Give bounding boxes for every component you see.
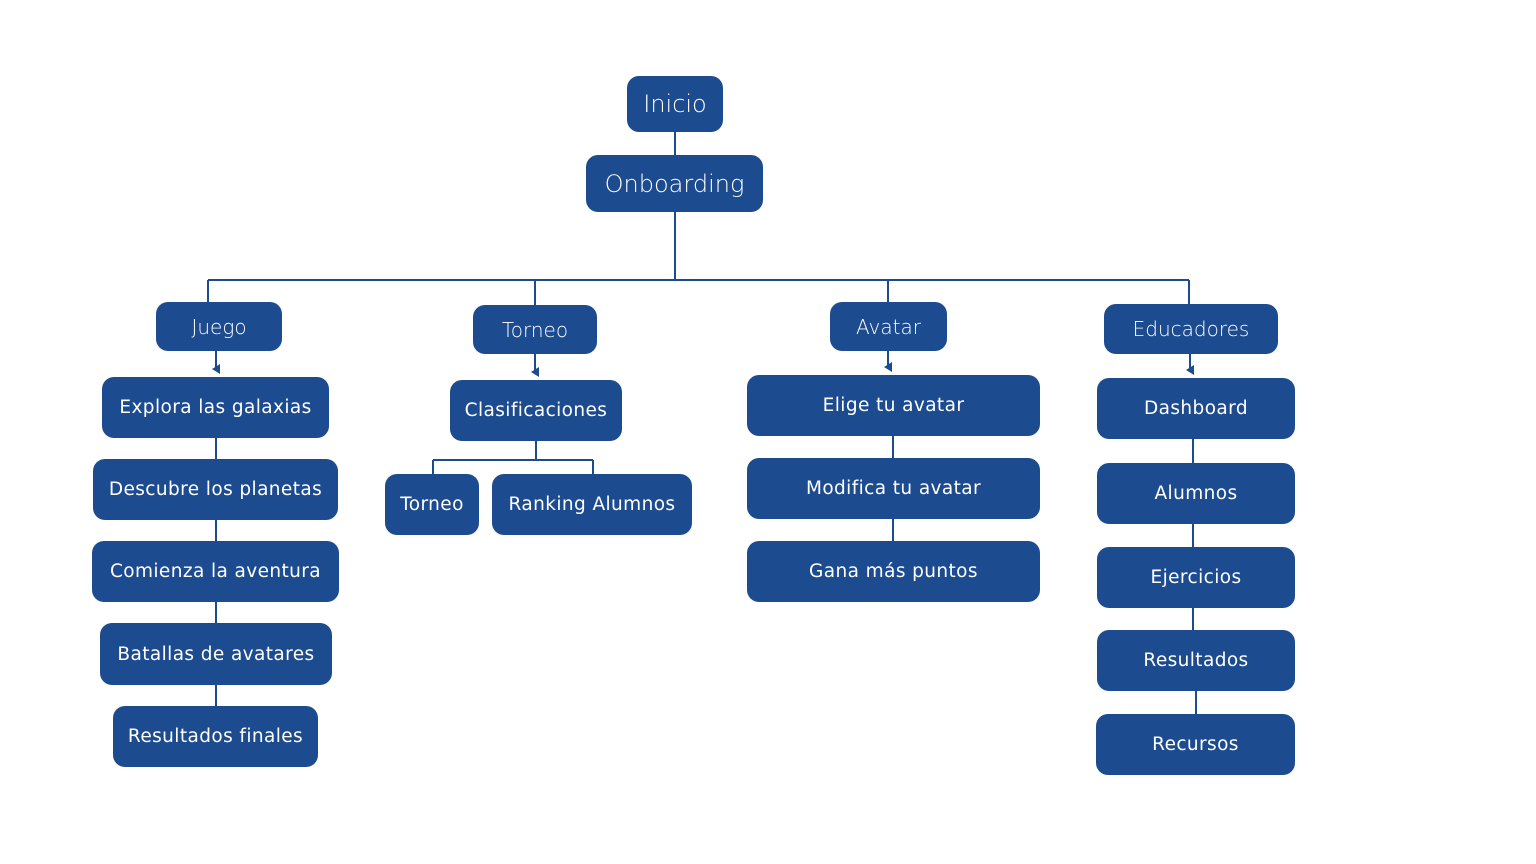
- node-juego-batallas: Batallas de avatares: [100, 623, 332, 685]
- node-clasificaciones: Clasificaciones: [450, 380, 622, 441]
- node-torneo-leaf: Torneo: [385, 474, 479, 535]
- node-edu-recursos: Recursos: [1096, 714, 1295, 775]
- node-edu-alumnos: Alumnos: [1097, 463, 1295, 524]
- node-avatar-elige: Elige tu avatar: [747, 375, 1040, 436]
- node-juego-comienza: Comienza la aventura: [92, 541, 339, 602]
- node-avatar: Avatar: [830, 302, 947, 351]
- node-edu-dashboard: Dashboard: [1097, 378, 1295, 439]
- node-juego-descubre: Descubre los planetas: [93, 459, 338, 520]
- node-onboarding: Onboarding: [586, 155, 763, 212]
- node-edu-resultados: Resultados: [1097, 630, 1295, 691]
- node-torneo: Torneo: [473, 305, 597, 354]
- node-juego: Juego: [156, 302, 282, 351]
- node-juego-explora: Explora las galaxias: [102, 377, 329, 438]
- node-juego-resultados: Resultados finales: [113, 706, 318, 767]
- node-ranking-alumnos: Ranking Alumnos: [492, 474, 692, 535]
- node-educadores: Educadores: [1104, 304, 1278, 354]
- node-edu-ejercicios: Ejercicios: [1097, 547, 1295, 608]
- node-avatar-modifica: Modifica tu avatar: [747, 458, 1040, 519]
- node-inicio: Inicio: [627, 76, 723, 132]
- node-avatar-gana: Gana más puntos: [747, 541, 1040, 602]
